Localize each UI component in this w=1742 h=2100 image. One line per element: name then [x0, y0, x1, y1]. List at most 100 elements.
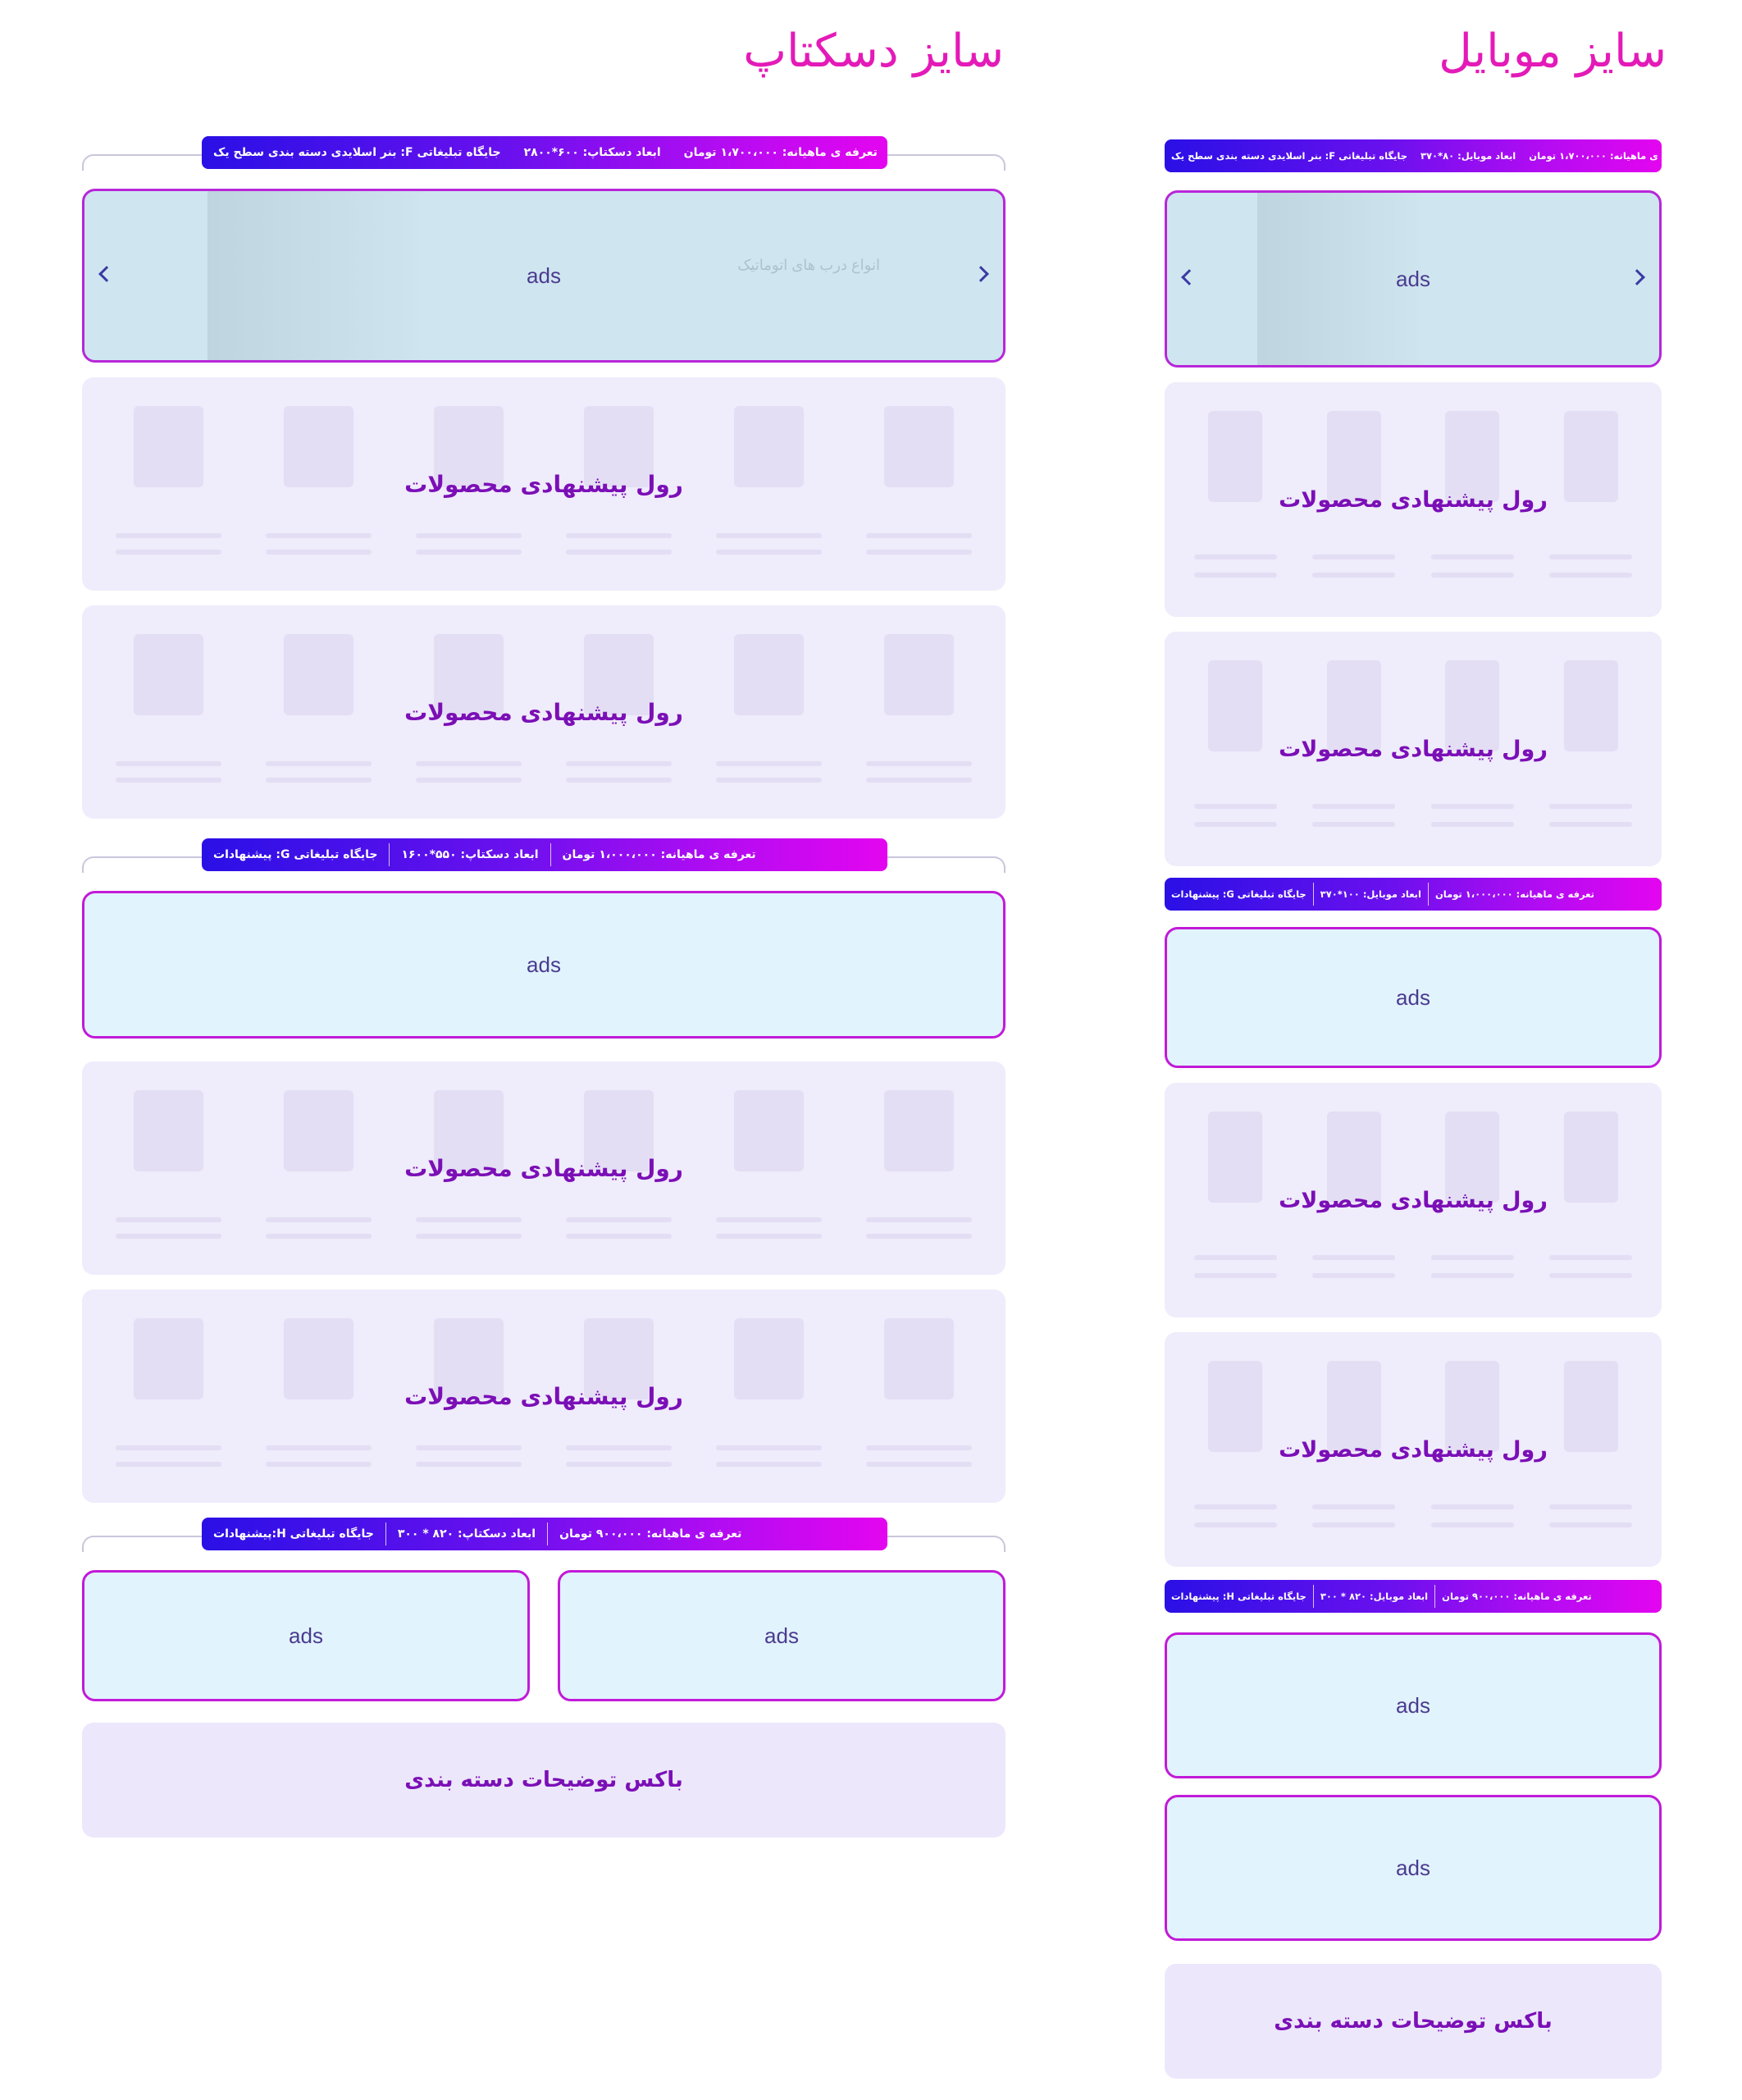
ghost-product-card: [549, 394, 689, 574]
ghost-product-card: [1300, 399, 1409, 600]
stacked-ad-top[interactable]: ads: [1165, 1632, 1662, 1778]
banner-ad[interactable]: ads: [1165, 927, 1662, 1068]
ghost-product-card: [849, 622, 989, 802]
ghost-product-card: [549, 1078, 689, 1258]
ghost-product-card: [1537, 1099, 1646, 1301]
ghost-product-card: [1300, 1349, 1409, 1550]
half-ad-left[interactable]: ads: [82, 1570, 530, 1701]
slot-price: تعرفه ی ماهیانه: ۹۰۰،۰۰۰ تومان: [1442, 1591, 1592, 1602]
slider-ghost-image: [207, 191, 421, 360]
chevron-right-icon[interactable]: [1629, 269, 1645, 285]
product-roll[interactable]: رول پیشنهادی محصولات: [82, 377, 1006, 591]
slider-ad-banner[interactable]: ads: [1165, 190, 1662, 368]
product-roll[interactable]: رول پیشنهادی محصولات: [82, 1061, 1006, 1275]
roll-label: رول پیشنهادی محصولات: [1279, 1187, 1548, 1213]
slot-position: جایگاه تبلیغاتی H: پیشنهادات: [1171, 1591, 1306, 1602]
slider-ghost-text: انواع درب های اتوماتیک: [737, 257, 880, 273]
ghost-product-card: [699, 1078, 839, 1258]
product-roll[interactable]: رول پیشنهادی محصولات: [1165, 1332, 1662, 1567]
roll-ghost-cards: [98, 1306, 989, 1486]
ad-placeholder-label: ads: [764, 1623, 799, 1648]
slot-price: تعرفه ی ماهیانه: ۱،۰۰۰،۰۰۰ تومان: [562, 848, 756, 861]
ghost-product-card: [98, 622, 239, 802]
ghost-product-card: [399, 1306, 539, 1486]
ad-placeholder-label: ads: [289, 1623, 323, 1648]
ghost-product-card: [98, 394, 239, 574]
slot-g-label: جایگاه تبلیغاتی G: پیشنهادات ابعاد دسکتا…: [202, 838, 887, 871]
slot-position: جایگاه تبلیغاتی F: بنر اسلایدی دسته بندی…: [1171, 150, 1407, 162]
ghost-product-card: [1181, 1099, 1290, 1301]
slider-ad-banner[interactable]: انواع درب های اتوماتیک ads: [82, 189, 1006, 363]
divider: [1434, 1585, 1436, 1608]
slot-h-label: جایگاه تبلیغاتی H: پیشنهادات ابعاد موبای…: [1165, 1580, 1662, 1613]
roll-ghost-cards: [98, 1078, 989, 1258]
ghost-product-card: [399, 1078, 539, 1258]
slot-dimensions: ابعاد موبایل: ۱۰۰*۳۷۰: [1320, 888, 1421, 900]
ghost-product-card: [249, 1078, 389, 1258]
ghost-product-card: [249, 622, 389, 802]
description-label: باکس توضیحات دسته بندی: [404, 1768, 683, 1792]
slot-price: تعرفه ی ماهیانه: ۹۰۰،۰۰۰ تومان: [559, 1527, 742, 1541]
slot-g-label-row: جایگاه تبلیغاتی G: پیشنهادات ابعاد دسکتا…: [82, 838, 1006, 878]
ghost-product-card: [549, 1306, 689, 1486]
roll-label: رول پیشنهادی محصولات: [404, 1382, 683, 1410]
slot-position: جایگاه تبلیغاتی F: بنر اسلایدی دسته بندی…: [213, 146, 501, 159]
product-roll[interactable]: رول پیشنهادی محصولات: [82, 1290, 1006, 1503]
slot-price: تعرفه ی ماهیانه: ۱،۷۰۰،۰۰۰ تومان: [683, 146, 878, 159]
roll-label: رول پیشنهادی محصولات: [404, 1154, 683, 1182]
desktop-size-heading: سایز دسکتاپ: [743, 25, 1004, 78]
ghost-product-card: [1537, 648, 1646, 850]
ghost-product-card: [1300, 648, 1409, 850]
ghost-product-card: [1418, 399, 1527, 600]
category-description-box: باکس توضیحات دسته بندی: [1165, 1964, 1662, 2079]
ghost-product-card: [399, 394, 539, 574]
ghost-product-card: [699, 394, 839, 574]
ad-placeholder-label: ads: [1396, 266, 1430, 291]
product-roll[interactable]: رول پیشنهادی محصولات: [1165, 1083, 1662, 1317]
ghost-product-card: [849, 1078, 989, 1258]
roll-ghost-cards: [98, 394, 989, 574]
ghost-product-card: [849, 1306, 989, 1486]
chevron-left-icon[interactable]: [1181, 269, 1197, 285]
slot-position: جایگاه تبلیغاتی H:پیشنهادات: [213, 1527, 374, 1541]
slot-dimensions: ابعاد موبایل: ۸۰*۳۷۰: [1421, 150, 1516, 162]
ad-placeholder-label: ads: [1396, 1855, 1430, 1880]
stacked-ad-bottom[interactable]: ads: [1165, 1795, 1662, 1941]
half-ad-right[interactable]: ads: [558, 1570, 1006, 1701]
product-roll[interactable]: رول پیشنهادی محصولات: [1165, 382, 1662, 617]
chevron-left-icon[interactable]: [98, 266, 115, 282]
product-roll[interactable]: رول پیشنهادی محصولات: [82, 605, 1006, 819]
product-roll[interactable]: رول پیشنهادی محصولات: [1165, 632, 1662, 866]
slot-position: جایگاه تبلیغاتی G: پیشنهادات: [1171, 888, 1306, 900]
ghost-product-card: [1181, 648, 1290, 850]
banner-ad[interactable]: ads: [82, 891, 1006, 1039]
divider: [1312, 1585, 1314, 1608]
slot-dimensions: ابعاد دسکتاپ: ۵۵۰*۱۶۰۰: [401, 848, 539, 861]
slot-dimensions: ابعاد دسکتاپ: ۶۰۰*۲۸۰۰: [523, 146, 661, 159]
roll-ghost-cards: [98, 622, 989, 802]
roll-label: رول پیشنهادی محصولات: [1279, 736, 1548, 762]
divider: [385, 1522, 386, 1545]
ghost-product-card: [249, 394, 389, 574]
divider: [1427, 883, 1429, 906]
slider-ghost-image: [1257, 193, 1421, 365]
ghost-product-card: [1181, 1349, 1290, 1550]
ad-placeholder-label: ads: [1396, 984, 1430, 1010]
ghost-product-card: [98, 1078, 239, 1258]
ghost-product-card: [98, 1306, 239, 1486]
ghost-product-card: [249, 1306, 389, 1486]
roll-ghost-cards: [1181, 399, 1645, 600]
ghost-product-card: [699, 622, 839, 802]
roll-ghost-cards: [1181, 648, 1645, 850]
mobile-size-heading: سایز موبایل: [1439, 25, 1667, 78]
slot-f-label-row: جایگاه تبلیغاتی F: بنر اسلایدی دسته بندی…: [82, 136, 1006, 176]
ghost-product-card: [1300, 1099, 1409, 1301]
divider: [550, 843, 551, 866]
slot-price: تعرفه ی ماهیانه: ۱،۰۰۰،۰۰۰ تومان: [1434, 888, 1594, 900]
ghost-product-card: [1418, 1099, 1527, 1301]
ghost-product-card: [1181, 399, 1290, 600]
roll-label: رول پیشنهادی محصولات: [1279, 1436, 1548, 1463]
chevron-right-icon[interactable]: [973, 266, 989, 282]
slot-g-label-row: جایگاه تبلیغاتی G: پیشنهادات ابعاد موبای…: [1165, 878, 1662, 911]
ghost-product-card: [849, 394, 989, 574]
